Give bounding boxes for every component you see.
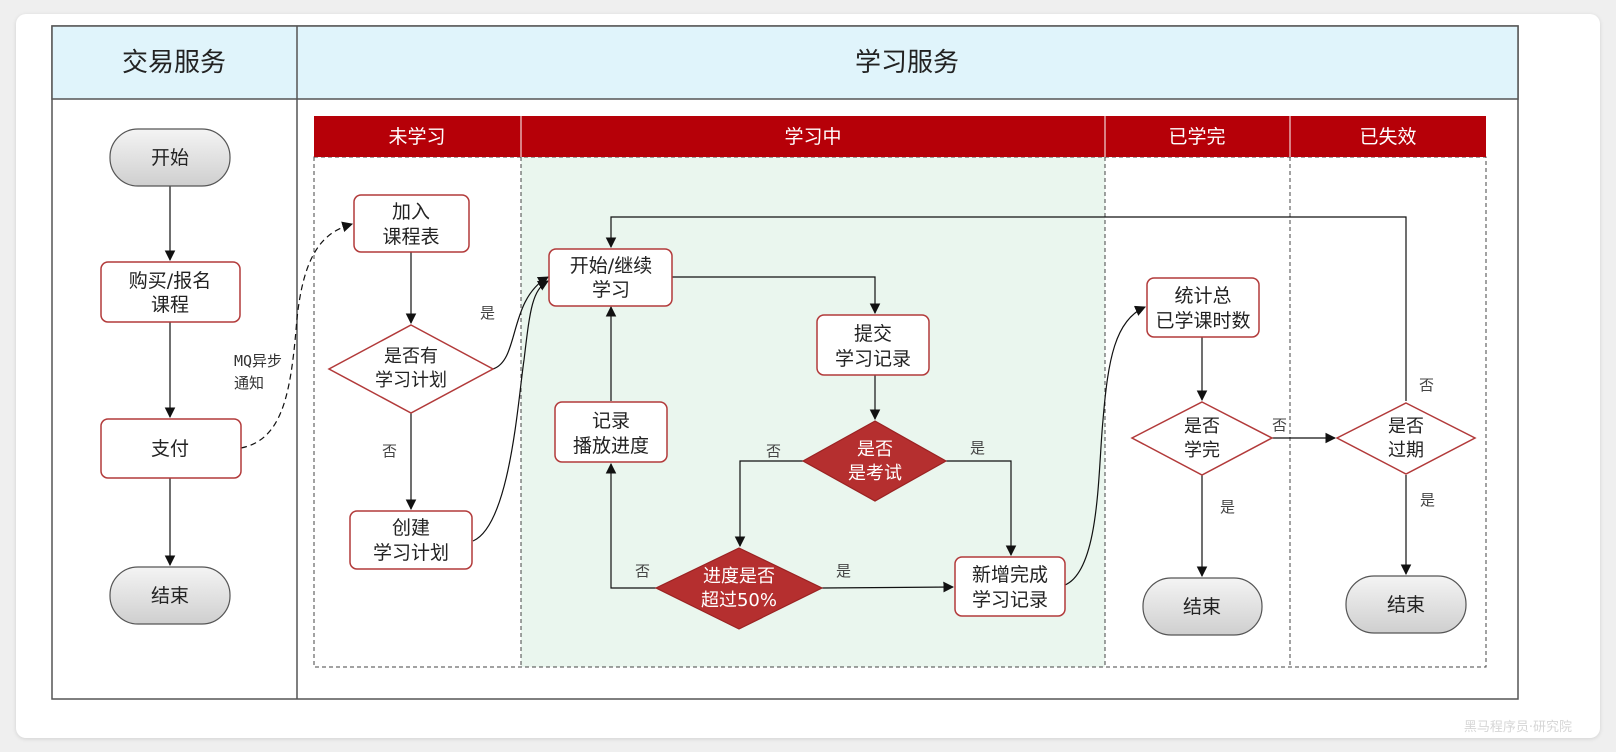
node-add-course[interactable]: 加入 课程表 xyxy=(353,194,470,253)
svg-text:新增完成: 新增完成 xyxy=(972,564,1048,586)
label-finished-no: 否 xyxy=(1272,416,1287,434)
node-submit-record[interactable]: 提交 学习记录 xyxy=(816,314,930,376)
svg-text:加入: 加入 xyxy=(392,201,430,223)
svg-text:开始: 开始 xyxy=(151,147,189,169)
lane-title-learning: 学习中 xyxy=(784,126,841,148)
svg-text:是否有: 是否有 xyxy=(384,346,438,367)
node-stat-hours[interactable]: 统计总 已学课时数 xyxy=(1146,277,1260,338)
pool-title-learning: 学习服务 xyxy=(855,48,959,78)
pool-header-band xyxy=(51,25,1519,100)
edge-exam-yes xyxy=(946,460,1017,557)
label-progress-no: 否 xyxy=(635,562,650,580)
edge-expired-no xyxy=(605,216,1407,401)
node-is-expired[interactable]: 是否 过期 xyxy=(1335,402,1477,475)
label-plan-no: 否 xyxy=(382,442,397,460)
edges xyxy=(164,186,1412,593)
node-start-learning[interactable]: 开始/继续 学习 xyxy=(548,248,673,307)
node-is-exam[interactable]: 是否 是考试 xyxy=(801,420,948,502)
edge-mq-notify xyxy=(240,221,354,449)
svg-text:过期: 过期 xyxy=(1388,440,1424,461)
lane-header-bar xyxy=(314,116,1486,157)
svg-text:创建: 创建 xyxy=(392,517,430,539)
label-exam-no: 否 xyxy=(766,442,781,460)
svg-text:是否: 是否 xyxy=(1388,416,1424,437)
lanes-frame xyxy=(313,156,1487,668)
edge-complete-stat xyxy=(1064,305,1146,586)
svg-text:支付: 支付 xyxy=(151,438,189,460)
label-progress-yes: 是 xyxy=(836,562,851,580)
svg-text:进度是否: 进度是否 xyxy=(703,566,775,587)
label-mq-line2: 通知 xyxy=(234,374,264,392)
svg-text:学习记录: 学习记录 xyxy=(835,348,911,370)
node-expired-end[interactable]: 结束 xyxy=(1345,575,1467,634)
label-expired-no: 否 xyxy=(1419,376,1434,394)
edge-progress-yes xyxy=(821,581,955,593)
svg-text:播放进度: 播放进度 xyxy=(573,435,649,457)
svg-text:学习: 学习 xyxy=(592,279,630,301)
svg-text:结束: 结束 xyxy=(1387,594,1425,616)
svg-text:是否: 是否 xyxy=(1184,416,1220,437)
node-trade-end[interactable]: 结束 xyxy=(109,566,231,625)
svg-text:结束: 结束 xyxy=(151,585,189,607)
lane-title-not-learned: 未学习 xyxy=(388,126,445,148)
node-has-plan[interactable]: 是否有 学习计划 xyxy=(327,324,495,414)
svg-text:记录: 记录 xyxy=(592,410,630,432)
node-progress-check[interactable]: 进度是否 超过50% xyxy=(654,547,824,630)
edge-labels: MQ异步 通知 是 否 否 是 否 是 否 是 否 是 xyxy=(234,304,1435,580)
label-plan-yes: 是 xyxy=(480,304,495,322)
node-buy-course[interactable]: 购买/报名 课程 xyxy=(100,261,241,323)
svg-text:学完: 学完 xyxy=(1184,440,1220,461)
label-finished-yes: 是 xyxy=(1220,498,1235,516)
node-is-finished[interactable]: 是否 学完 xyxy=(1130,401,1274,476)
svg-text:学习记录: 学习记录 xyxy=(972,589,1048,611)
svg-text:是考试: 是考试 xyxy=(848,463,902,484)
lane-title-expired: 已失效 xyxy=(1359,126,1416,148)
node-create-plan[interactable]: 创建 学习计划 xyxy=(349,510,473,570)
svg-text:结束: 结束 xyxy=(1183,596,1221,618)
label-expired-yes: 是 xyxy=(1420,491,1435,509)
pool-title-trade: 交易服务 xyxy=(122,48,226,78)
watermark: 黑马程序员·研究院 xyxy=(1463,720,1572,735)
svg-text:购买/报名: 购买/报名 xyxy=(129,270,211,292)
node-add-complete[interactable]: 新增完成 学习记录 xyxy=(954,556,1066,617)
lane-title-finished: 已学完 xyxy=(1168,126,1225,148)
edge-create-start xyxy=(472,280,549,542)
svg-text:学习计划: 学习计划 xyxy=(373,542,449,564)
svg-text:提交: 提交 xyxy=(854,323,892,345)
node-record-progress[interactable]: 记录 播放进度 xyxy=(554,401,668,463)
svg-text:是否: 是否 xyxy=(857,439,893,460)
label-exam-yes: 是 xyxy=(970,439,985,457)
edge-progress-no xyxy=(605,462,656,589)
svg-text:已学课时数: 已学课时数 xyxy=(1155,310,1250,332)
label-mq-line1: MQ异步 xyxy=(234,352,282,370)
node-trade-start[interactable]: 开始 xyxy=(109,128,231,187)
edge-hasplan-yes xyxy=(492,276,549,370)
svg-text:学习计划: 学习计划 xyxy=(375,370,447,391)
svg-text:开始/继续: 开始/继续 xyxy=(570,255,652,277)
svg-text:统计总: 统计总 xyxy=(1174,285,1231,307)
edge-exam-no xyxy=(734,460,803,548)
node-pay[interactable]: 支付 xyxy=(100,418,242,479)
node-finished-end[interactable]: 结束 xyxy=(1142,577,1263,636)
svg-text:超过50%: 超过50% xyxy=(701,590,777,611)
edge-start-submit xyxy=(672,276,881,315)
svg-text:课程表: 课程表 xyxy=(382,226,439,248)
svg-text:课程: 课程 xyxy=(151,294,189,316)
